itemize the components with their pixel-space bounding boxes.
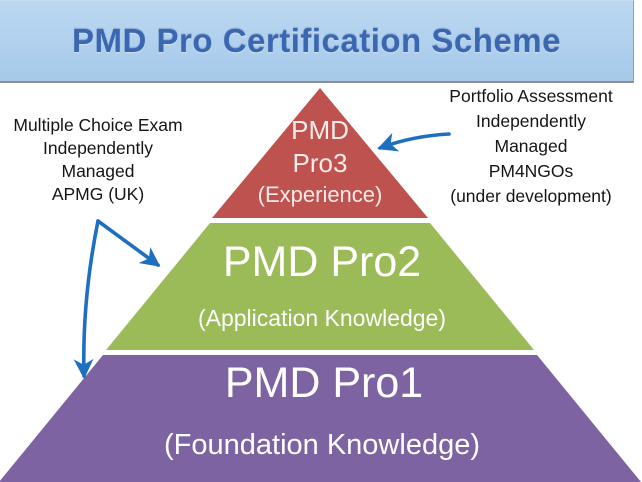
annotation-line: Managed <box>494 136 568 156</box>
page-title: PMD Pro Certification Scheme <box>72 22 561 59</box>
tier-pro1-shape <box>0 355 641 482</box>
annotation-line: Multiple Choice Exam <box>13 115 183 135</box>
annotation-left-exam: Multiple Choice Exam Independently Manag… <box>0 114 196 206</box>
annotation-line: Managed <box>61 161 135 181</box>
arrow-left-to-pro1 <box>73 219 100 379</box>
annotation-right-portfolio: Portfolio Assessment Independently Manag… <box>420 84 642 209</box>
annotation-line: (under development) <box>450 186 612 206</box>
arrow-left-to-pro2 <box>96 219 161 267</box>
annotation-line: Independently <box>476 111 586 131</box>
annotation-line: PM4NGOs <box>488 161 574 181</box>
tier-pro1-title: PMD Pro1 <box>224 359 424 407</box>
tier-pro3-label: PMD Pro3 (Experience) <box>258 114 383 208</box>
header-banner: PMD Pro Certification Scheme <box>0 0 634 83</box>
tier-pro3-title-line1: PMD <box>291 115 349 145</box>
tier-pro3-title-line2: Pro3 <box>292 148 348 178</box>
arrow-right-to-pro3 <box>377 132 451 152</box>
tier-pro3-shape <box>212 88 428 218</box>
tier-pro2-subtitle: (Application Knowledge) <box>197 305 447 331</box>
tier-pro2-title: PMD Pro2 <box>222 238 422 286</box>
tier-pro1-subtitle: (Foundation Knowledge) <box>164 429 480 461</box>
annotation-line: Portfolio Assessment <box>449 86 613 106</box>
annotation-line: Independently <box>43 138 153 158</box>
tier-pro3-subtitle: (Experience) <box>257 182 383 207</box>
tier-pro2-shape <box>106 223 534 350</box>
annotation-line: APMG (UK) <box>51 184 145 204</box>
